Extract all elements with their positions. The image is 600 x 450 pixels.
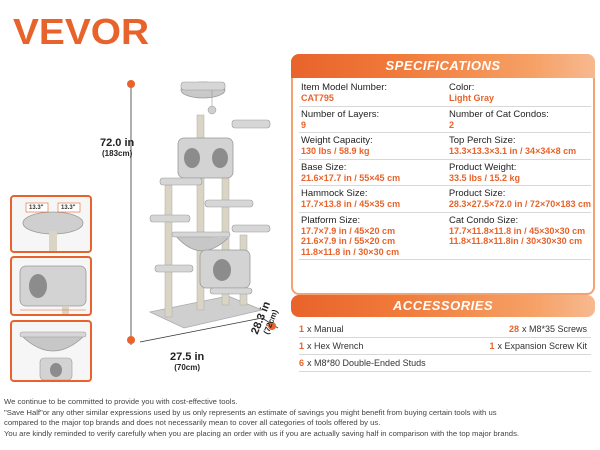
accessory-name: x Hex Wrench	[307, 341, 364, 351]
spec-cell: Number of Cat Condos:2	[443, 107, 591, 133]
spec-value: 2	[449, 119, 455, 130]
spec-cell: Cat Condo Size:17.7×11.8×11.8 in / 45×30…	[443, 213, 591, 260]
perch-dim-b: 13.3"	[61, 205, 76, 211]
spec-value: 17.7×13.8 in / 45×35 cm	[301, 199, 401, 209]
disclaimer-line: "Save Half"or any other similar expressi…	[4, 407, 497, 417]
height-inches: 72.0 in	[100, 137, 135, 149]
specifications-panel	[291, 54, 595, 295]
spec-value: 21.6×17.7 in / 55×45 cm	[301, 172, 401, 183]
spec-label: Hammock Size:	[301, 188, 368, 199]
spec-label: Base Size:	[301, 161, 347, 173]
spec-value: Light Gray	[449, 93, 495, 103]
spec-label: Product Weight:	[449, 161, 517, 173]
spec-label: Product Size:	[448, 188, 506, 199]
accessory-name: x Manual	[307, 324, 344, 334]
spec-label: Number of Cat Condos:	[449, 108, 549, 120]
thumbnail-top-perch: 13.3" 13.3"	[10, 195, 92, 253]
disclaimer-line: compared to the major top brands and doe…	[4, 418, 381, 428]
product-illustration: 72.0 in (183cm) 27.5 in (70cm) 28.3 in (…	[0, 60, 290, 390]
spec-cell: Hammock Size:17.7×13.8 in / 45×35 cm	[299, 186, 443, 212]
spec-value: 17.7×7.9 in / 45×20 cm	[301, 225, 396, 236]
accessory-name: x M8*80 Double-Ended Studs	[307, 358, 426, 368]
spec-value: CAT795	[301, 93, 334, 103]
width-cm: (70cm)	[174, 362, 201, 372]
spec-value: 9	[301, 119, 307, 130]
accessory-quantity: 1	[299, 341, 305, 351]
accessory-item	[443, 358, 591, 368]
spec-cell: Product Weight:33.5 lbs / 15.2 kg	[443, 160, 591, 186]
spec-value: 28.3×27.5×72.0 in / 72×70×183 cm	[448, 199, 591, 209]
accessory-quantity: 1	[489, 341, 495, 351]
spec-value: 33.5 lbs / 15.2 kg	[449, 172, 521, 183]
spec-label: Color:	[449, 82, 475, 93]
spec-label: Weight Capacity:	[301, 135, 373, 146]
thumbnail-hammock	[10, 320, 92, 382]
spec-cell: Base Size:21.6×17.7 in / 55×45 cm	[299, 160, 443, 186]
spec-cell: Item Model Number:CAT795	[299, 80, 443, 106]
accessory-name: x Expansion Screw Kit	[497, 341, 587, 351]
height-dimension: 72.0 in (183cm)	[100, 137, 135, 158]
specifications-heading: SPECIFICATIONS	[291, 54, 595, 78]
spec-label: Number of Layers:	[301, 108, 380, 120]
disclaimer-line: We continue to be committed to provide y…	[4, 397, 238, 406]
thumbnail-condo	[10, 256, 92, 316]
width-dimension: 27.5 in (70cm)	[170, 351, 205, 372]
spec-value: 11.8×11.8 in / 30×30 cm	[301, 246, 400, 257]
spec-cell: Weight Capacity:130 lbs / 58.9 kg	[299, 133, 443, 159]
disclaimer-text: We continue to be committed to provide y…	[4, 397, 598, 439]
spec-value: 21.6×7.9 in / 55×20 cm	[301, 236, 396, 246]
spec-cell: Number of Layers:9	[299, 107, 443, 133]
disclaimer-line: You are kindly reminded to verify carefu…	[4, 428, 520, 438]
spec-value: 13.3×13.3×3.1 in / 34×34×8 cm	[449, 146, 577, 156]
accessory-quantity: 28	[508, 324, 519, 334]
spec-label: Item Model Number:	[301, 82, 388, 93]
spec-cell: Color:Light Gray	[443, 80, 591, 106]
spec-label: Cat Condo Size:	[449, 214, 519, 226]
width-inches: 27.5 in	[170, 351, 205, 363]
height-cm: (183cm)	[102, 148, 133, 158]
accessories-heading: ACCESSORIES	[291, 295, 595, 317]
accessory-quantity: 1	[299, 324, 305, 334]
vevor-logo: VEVOR	[13, 11, 150, 52]
accessory-name: x M8*35 Screws	[521, 324, 587, 334]
spec-value: 130 lbs / 58.9 kg	[301, 146, 370, 156]
spec-value: 11.8×11.8×11.8in / 30×30×30 cm	[449, 236, 583, 246]
spec-label: Platform Size:	[301, 214, 361, 226]
perch-dim-a: 13.3"	[29, 205, 44, 211]
accessory-quantity: 6	[299, 358, 305, 368]
spec-cell: Top Perch Size:13.3×13.3×3.1 in / 34×34×…	[443, 133, 591, 159]
cat-tree-drawing	[127, 80, 279, 345]
spec-label: Top Perch Size:	[449, 135, 516, 146]
spec-value: 17.7×11.8×11.8 in / 45×30×30 cm	[449, 225, 586, 236]
spec-cell: Product Size:28.3×27.5×72.0 in / 72×70×1…	[443, 186, 591, 212]
